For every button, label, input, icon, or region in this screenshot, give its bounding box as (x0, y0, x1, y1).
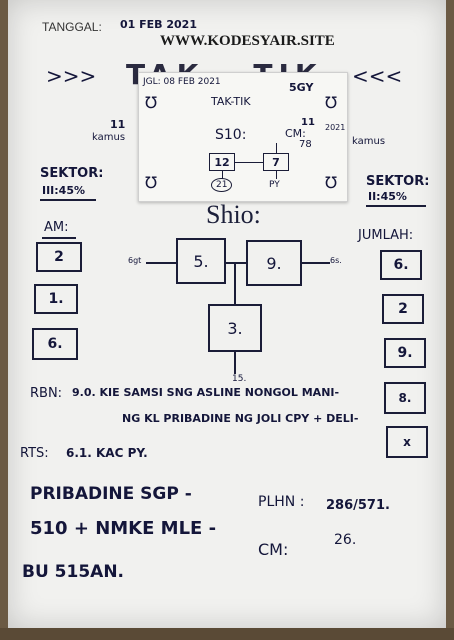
paper-circle-right: PY (269, 180, 280, 190)
am-box-2: 1. (34, 284, 78, 314)
watermark: WWW.KODESYAIR.SITE (160, 33, 335, 49)
jumlah-box-5: x (386, 426, 428, 458)
tak-tik-paper: JGL: 08 FEB 2021 TAK-TIK 5GY S10: CM: 78… (138, 72, 348, 202)
paper-box-1: 12 (209, 153, 235, 171)
paper-glyph-left: ℧ (145, 93, 158, 112)
am-box-3: 6. (32, 328, 78, 360)
plhn-label: PLHN : (258, 494, 305, 510)
paper-circle-left: 21 (211, 178, 233, 192)
rts-label: RTS: (20, 446, 49, 461)
left-word: kamus (92, 132, 126, 143)
jumlah-box-1: 6. (380, 250, 422, 280)
paper-cm-value: 78 (299, 139, 312, 150)
am-label: AM: (44, 220, 69, 235)
center-box-bottom: 3. (208, 304, 262, 352)
title-left-arrows: >>> (46, 64, 97, 88)
paper-box-2: 7 (263, 153, 289, 171)
cm-bottom-value: 26. (334, 532, 357, 548)
center-left-tag: 6gt (128, 256, 142, 265)
center-box-right: 9. (246, 240, 302, 286)
center-right-tag: 6s. (330, 256, 342, 265)
title-right-arrows: <<< (352, 64, 403, 88)
jumlah-box-3: 9. (384, 338, 426, 368)
center-box-left: 5. (176, 238, 226, 284)
jumlah-box-2: 2 (382, 294, 424, 324)
tanggal-label: TANGGAL: (42, 20, 102, 34)
paper-code: 5GY (289, 81, 314, 94)
paper-sio: S10: (215, 127, 247, 143)
rbn-line-1: 9.0. KIE SAMSI SNG ASLINE NONGOL MANI- (72, 386, 340, 399)
paper-date: JGL: 08 FEB 2021 (143, 77, 221, 87)
paper-glyph-right: ℧ (325, 93, 338, 112)
note-line-1: PRIBADINE SGP - (30, 484, 192, 504)
paper-right-num: 11 (301, 117, 315, 128)
note-line-2: 510 + NMKE MLE - (30, 518, 217, 539)
sektor-left-value: III:45% (42, 184, 86, 197)
left-num: 11 (110, 118, 126, 131)
board-frame (0, 628, 454, 640)
paper-glyph-left-bottom: ℧ (145, 173, 158, 192)
paper-right-year: 2021 (325, 123, 346, 132)
am-box-1: 2 (36, 242, 82, 272)
shio-label: Shio: (206, 200, 261, 229)
paper-cm: CM: (285, 127, 306, 140)
rbn-line-2: NG KL PRIBADINE NG JOLI CPY + DELI- (122, 412, 359, 425)
rbn-label: RBN: (30, 386, 63, 401)
tanggal-value: 01 FEB 2021 (120, 18, 197, 31)
paper-glyph-right-bottom: ℧ (325, 173, 338, 192)
center-bottom-tag: 15. (232, 374, 247, 384)
paper-title: TAK-TIK (211, 95, 251, 108)
jumlah-box-4: 8. (384, 382, 426, 414)
rts-value: 6.1. KAC PY. (66, 446, 148, 460)
jumlah-label: JUMLAH: (358, 228, 414, 243)
right-word: kamus (352, 136, 386, 147)
note-line-3: BU 515AN. (22, 562, 125, 582)
sektor-right-value: II:45% (368, 190, 407, 203)
sektor-left-label: SEKTOR: (40, 166, 104, 181)
sektor-right-label: SEKTOR: (366, 174, 430, 189)
cm-bottom-label: CM: (258, 540, 289, 559)
plhn-value: 286/571. (326, 498, 390, 513)
